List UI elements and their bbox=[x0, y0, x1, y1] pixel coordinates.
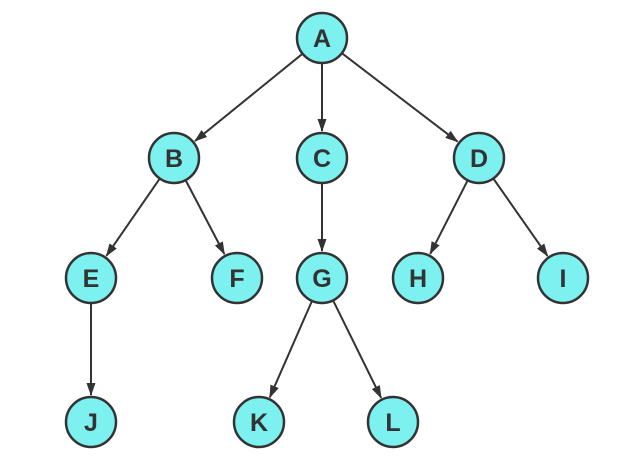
node-E: E bbox=[64, 251, 118, 305]
node-C: C bbox=[295, 131, 349, 185]
node-J: J bbox=[64, 395, 118, 449]
edge-G-K bbox=[268, 300, 313, 399]
node-circle-J bbox=[64, 395, 118, 449]
node-F: F bbox=[210, 251, 264, 305]
edge-A-D bbox=[341, 52, 459, 143]
node-A: A bbox=[295, 11, 349, 65]
edge-B-E bbox=[105, 178, 161, 257]
node-I: I bbox=[536, 251, 590, 305]
node-K: K bbox=[232, 395, 286, 449]
node-L: L bbox=[366, 395, 420, 449]
edge-B-F bbox=[184, 179, 226, 255]
edge-G-L bbox=[332, 299, 382, 399]
node-circle-C bbox=[295, 131, 349, 185]
node-B: B bbox=[147, 131, 201, 185]
node-circle-H bbox=[391, 251, 445, 305]
node-D: D bbox=[452, 131, 506, 185]
node-circle-L bbox=[366, 395, 420, 449]
node-circle-G bbox=[295, 251, 349, 305]
node-circle-E bbox=[64, 251, 118, 305]
node-circle-A bbox=[295, 11, 349, 65]
edge-layer bbox=[86, 52, 549, 399]
edge-D-I bbox=[492, 177, 549, 257]
node-circle-D bbox=[452, 131, 506, 185]
node-circle-I bbox=[536, 251, 590, 305]
node-circle-F bbox=[210, 251, 264, 305]
edge-D-H bbox=[429, 179, 469, 255]
node-circle-K bbox=[232, 395, 286, 449]
node-circle-B bbox=[147, 131, 201, 185]
node-H: H bbox=[391, 251, 445, 305]
node-G: G bbox=[295, 251, 349, 305]
edge-A-B bbox=[194, 52, 304, 142]
